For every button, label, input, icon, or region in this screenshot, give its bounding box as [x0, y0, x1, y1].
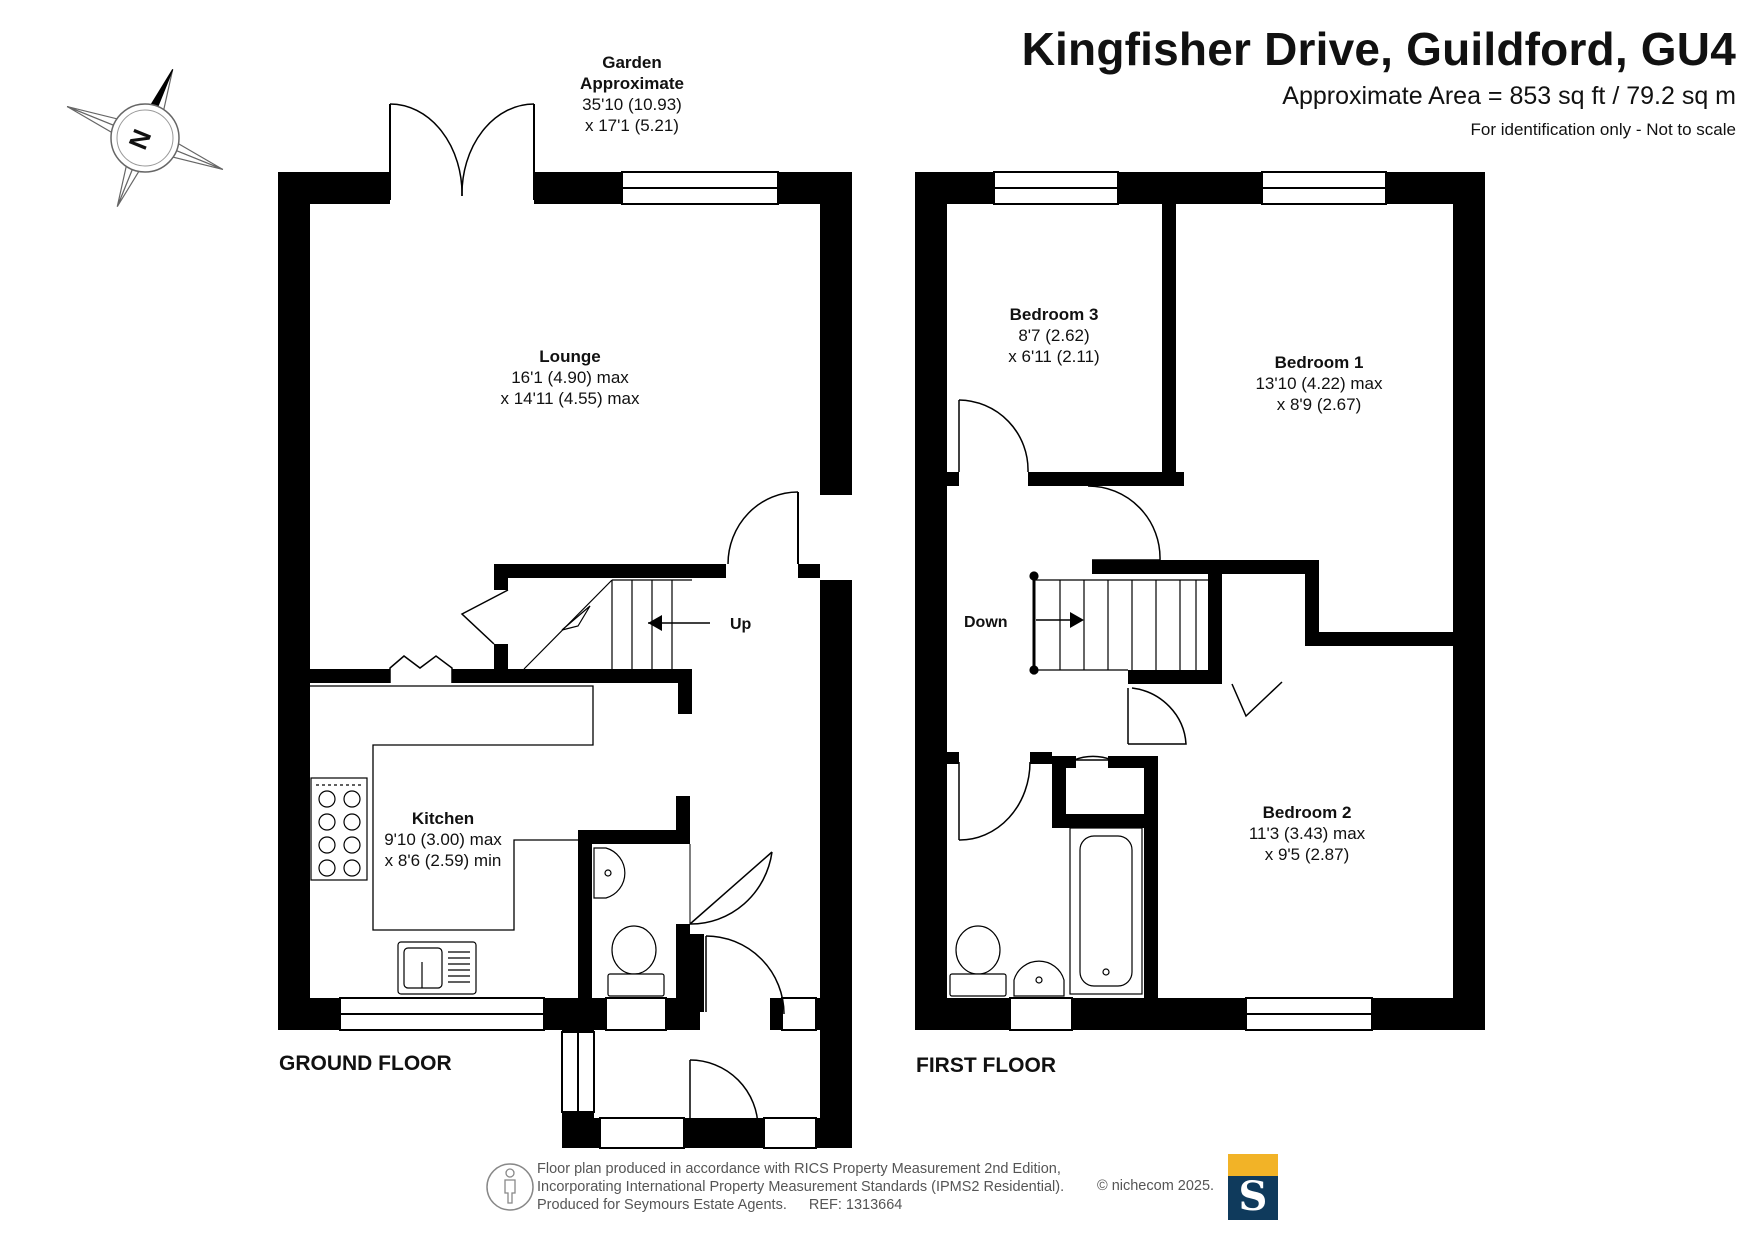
- logo-gold-band: [1228, 1154, 1278, 1176]
- wall: [678, 669, 692, 714]
- staircase: [1029, 571, 1208, 675]
- down-arrow-icon: [1036, 612, 1084, 628]
- wall: [1028, 472, 1176, 486]
- room-dimension: x 8'9 (2.67): [1276, 395, 1362, 414]
- wall: [676, 796, 690, 844]
- wall: [1052, 756, 1066, 828]
- room-dimension: 11'3 (3.43) max: [1248, 824, 1366, 843]
- room-name: Bedroom 1: [1274, 353, 1364, 372]
- logo-letter: S: [1238, 1173, 1268, 1220]
- wall: [800, 492, 820, 508]
- copyright-notice: © nichecom 2025.: [1097, 1178, 1215, 1194]
- wall: [820, 580, 852, 1148]
- ground-floor-label: GROUND FLOOR: [279, 1052, 452, 1075]
- basin-icon: [593, 847, 626, 899]
- wall: [1052, 814, 1144, 828]
- measurement-standard-icon: [486, 1163, 534, 1211]
- wall: [820, 172, 852, 495]
- bath-icon: [1069, 827, 1143, 995]
- hob-icon: [310, 777, 368, 881]
- window: [599, 1117, 685, 1149]
- wall: [915, 998, 1485, 1030]
- wall: [278, 172, 310, 1029]
- room-dimension: x 17'1 (5.21): [585, 116, 679, 135]
- room-label-lounge: Lounge 16'1 (4.90) max x 14'11 (4.55) ma…: [501, 346, 640, 409]
- room-dimension: 13'10 (4.22) max: [1255, 374, 1383, 393]
- wall: [915, 172, 947, 1030]
- property-title: Kingfisher Drive, Guildford, GU4: [1021, 23, 1736, 75]
- wall: [578, 830, 690, 844]
- wall: [690, 934, 704, 1012]
- window: [605, 997, 667, 1031]
- room-name: Bedroom 3: [1009, 305, 1099, 324]
- room-dimension: 35'10 (10.93): [582, 95, 682, 114]
- room-name: Kitchen: [411, 809, 475, 828]
- room-label-bedroom-2: Bedroom 2 11'3 (3.43) max x 9'5 (2.87): [1249, 802, 1365, 865]
- ground-floor-plan: [278, 103, 852, 1149]
- wall: [310, 669, 390, 683]
- wall: [947, 752, 959, 764]
- room-dimension: x 8'6 (2.59) min: [384, 851, 502, 870]
- agent-logo: S: [1228, 1154, 1278, 1220]
- wall: [1305, 562, 1319, 646]
- wall: [676, 924, 690, 1012]
- room-name: Garden: [602, 53, 662, 72]
- room-name: Lounge: [539, 347, 601, 366]
- room-label-bedroom-1: Bedroom 1 13'10 (4.22) max x 8'9 (2.67): [1255, 352, 1382, 415]
- room-dimension: x 14'11 (4.55) max: [500, 389, 640, 408]
- room-label-garden: Garden Approximate 35'10 (10.93) x 17'1 …: [580, 52, 684, 136]
- window: [1009, 997, 1073, 1031]
- wall: [1128, 670, 1222, 684]
- compass-icon: [66, 69, 224, 207]
- up-arrow-icon: [648, 615, 710, 631]
- wall: [1176, 472, 1184, 486]
- room-dimension: 8'7 (2.62): [1018, 326, 1090, 345]
- first-floor-plan: [915, 171, 1485, 1031]
- footer-line: Floor plan produced in accordance with R…: [537, 1161, 1061, 1177]
- wall: [1092, 560, 1319, 574]
- first-floor-label: FIRST FLOOR: [916, 1054, 1056, 1077]
- room-subtitle: Approximate: [580, 74, 684, 93]
- basin-icon: [1013, 960, 1065, 997]
- room-label-kitchen: Kitchen 9'10 (3.00) max x 8'6 (2.59) min: [384, 808, 502, 871]
- footer-disclaimer: Floor plan produced in accordance with R…: [537, 1160, 1064, 1214]
- staircase: [523, 579, 692, 670]
- room-label-bedroom-3: Bedroom 3 8'7 (2.62) x 6'11 (2.11): [1008, 304, 1099, 367]
- wall: [1144, 756, 1158, 998]
- stairs-up-label: Up: [730, 616, 752, 633]
- sink-icon: [397, 941, 477, 995]
- toilet-icon: [949, 925, 1007, 997]
- wall: [1208, 574, 1222, 684]
- wall: [452, 669, 692, 683]
- wall: [578, 830, 592, 1012]
- room-dimension: 9'10 (3.00) max: [384, 830, 502, 849]
- footer-line: Incorporating International Property Mea…: [537, 1179, 1065, 1195]
- wall: [1453, 172, 1485, 1030]
- approximate-area: Approximate Area = 853 sq ft / 79.2 sq m: [1282, 82, 1736, 110]
- wall: [494, 564, 508, 590]
- footer-produced-for: Produced for Seymours Estate Agents.: [537, 1197, 787, 1213]
- wall: [494, 644, 508, 674]
- room-dimension: x 6'11 (2.11): [1008, 347, 1100, 366]
- wall: [947, 472, 959, 486]
- toilet-icon: [607, 925, 665, 997]
- window: [781, 997, 817, 1031]
- wall: [1305, 632, 1453, 646]
- identification-note: For identification only - Not to scale: [1470, 120, 1736, 139]
- room-dimension: 16'1 (4.90) max: [511, 368, 629, 387]
- footer-ref: REF: 1313664: [808, 1197, 903, 1213]
- room-dimension: x 9'5 (2.87): [1264, 845, 1350, 864]
- wall: [1030, 752, 1052, 764]
- room-name: Bedroom 2: [1262, 803, 1352, 822]
- wall: [798, 564, 820, 578]
- window: [763, 1117, 817, 1149]
- wall: [1052, 756, 1076, 768]
- wall: [1162, 204, 1176, 486]
- wall: [494, 564, 726, 578]
- footer-line: Produced for Seymours Estate Agents. REF:…: [537, 1196, 1064, 1214]
- stairs-down-label: Down: [964, 614, 1008, 631]
